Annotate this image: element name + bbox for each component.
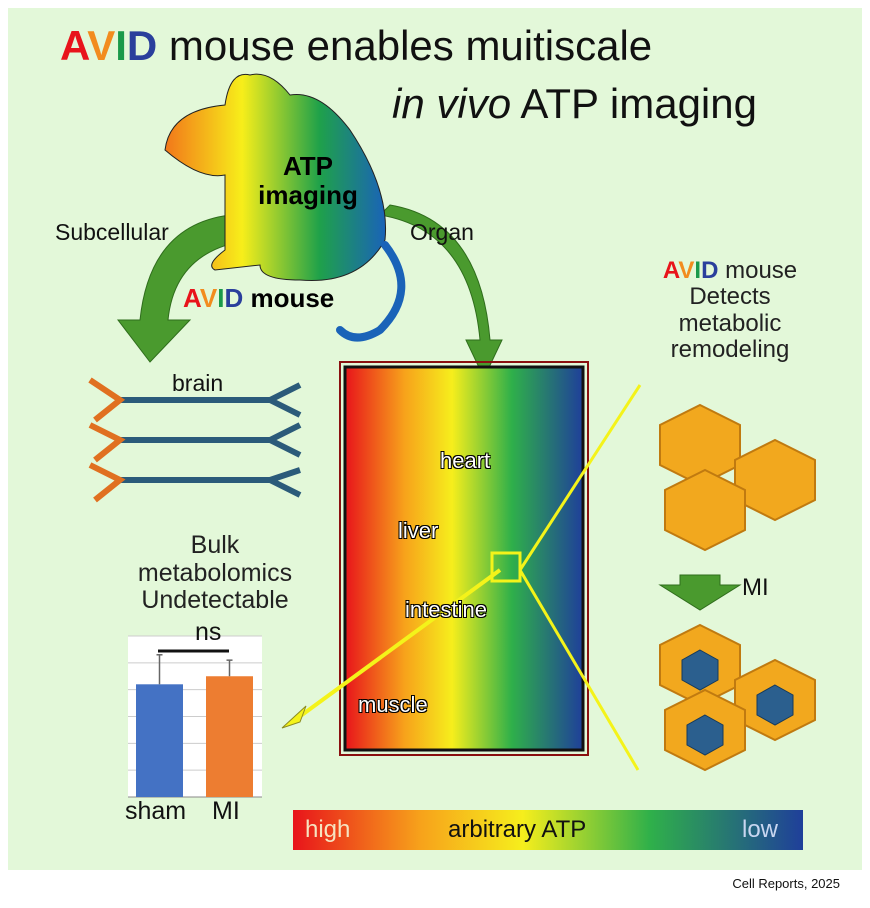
mi-label: MI — [742, 574, 769, 601]
subcellular-arrow — [116, 214, 251, 363]
organ-label-muscle: muscle — [358, 692, 428, 717]
brain-label: brain — [172, 370, 224, 396]
bar-sham — [136, 684, 183, 797]
organ-panel — [343, 365, 585, 752]
mi-arrow — [658, 574, 742, 611]
atp-colorbar — [293, 810, 803, 850]
organ-arrow — [378, 204, 503, 380]
colorbar-low-label: low — [742, 816, 779, 843]
neuron-illustration — [88, 377, 302, 503]
organ-label-heart: heart — [440, 448, 491, 473]
yellow-arrow — [293, 568, 502, 722]
title-line-1: AVID mouse enables muitiscale — [60, 22, 653, 69]
organ-label-intestine: intestine — [405, 597, 487, 622]
subcellular-label: Subcellular — [55, 219, 169, 245]
x-label-mi: MI — [212, 797, 240, 825]
cells-normal — [659, 403, 816, 552]
mouse-tail — [336, 241, 406, 342]
title-line-2: in vivo ATP imaging — [392, 80, 757, 127]
zoom-line — [518, 384, 642, 771]
mouse-silhouette — [164, 73, 387, 281]
organ-label: Organ — [410, 219, 474, 245]
zoom-region — [490, 551, 522, 583]
avid-mouse-label: AVID mouse — [183, 283, 335, 313]
x-label-sham: sham — [125, 797, 187, 825]
organ-label-liver: liver — [398, 518, 439, 543]
chart-annotation-ns: ns — [195, 618, 222, 646]
bar-MI — [206, 676, 253, 797]
citation-caption: Cell Reports, 2025 — [732, 876, 840, 891]
colorbar-title: arbitrary ATP — [448, 816, 587, 843]
bar-chart — [128, 635, 262, 798]
colorbar-high-label: high — [305, 816, 351, 843]
